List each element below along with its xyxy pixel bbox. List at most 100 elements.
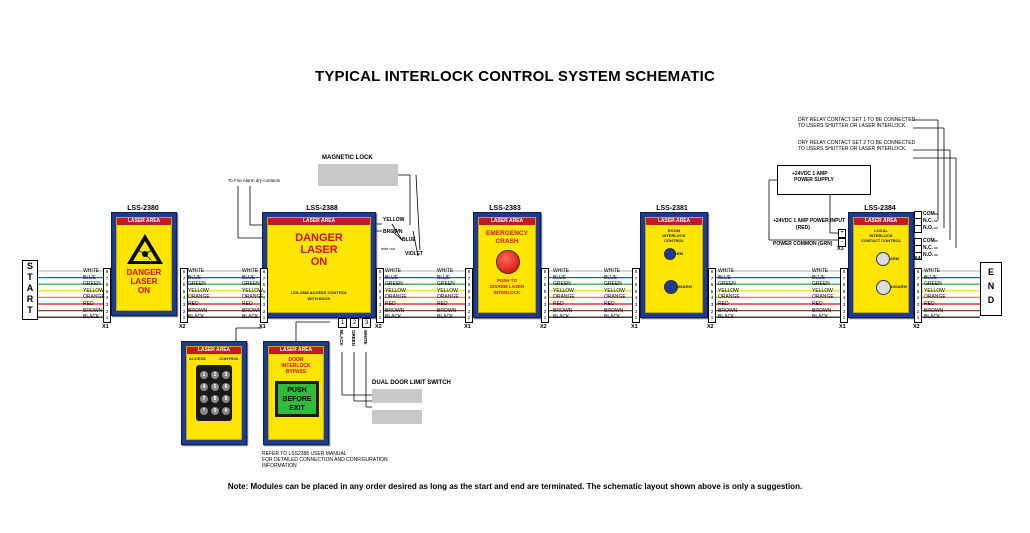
wire-label: BLACK xyxy=(437,314,454,321)
wire-label: GREEN xyxy=(385,281,403,288)
keypad-key: 3 xyxy=(222,371,230,379)
laser-area-banner: LASER AREA xyxy=(269,347,323,354)
terminal-pin: 3 xyxy=(543,301,547,307)
terminal-pin: 1 xyxy=(634,315,638,321)
wire-label: BLACK xyxy=(385,314,402,321)
terminal-pin: 2 xyxy=(105,308,109,314)
wire-label: RED xyxy=(83,300,94,307)
fire-alarm-label: To Fire Alarm dry contacts xyxy=(228,178,281,183)
refer-line: FOR DETAILED CONNECTION AND CONFIGURATIO… xyxy=(262,457,388,463)
wire-label: YELLOW xyxy=(188,287,209,294)
wire-label: GREEN xyxy=(242,281,260,288)
wire-label: BROWN xyxy=(553,307,573,314)
terminal-pin: 2 xyxy=(543,308,547,314)
mag-wire-nut: wire nut xyxy=(381,246,396,251)
wire-label: ORANGE xyxy=(718,294,740,301)
wire-label: BLUE xyxy=(924,274,938,281)
mag-wire-yellow: YELLOW xyxy=(383,217,405,223)
mag-wire xyxy=(391,230,403,241)
module-text-line: CONTACT CONTROL xyxy=(860,238,902,243)
wire-label: BLUE xyxy=(83,274,97,281)
end-letter: D xyxy=(987,295,995,305)
mag-wire-blue: BLUE xyxy=(402,237,416,243)
terminal-pin: 2 xyxy=(467,308,471,314)
wire-label: BROWN xyxy=(604,307,624,314)
terminal-pin: 6 xyxy=(842,282,846,288)
terminal-pin: 3 xyxy=(710,301,714,307)
wire-label: BLACK xyxy=(553,314,570,321)
terminal-pin: 6 xyxy=(467,282,471,288)
wire-label: WHITE xyxy=(188,268,205,274)
module-model-label: LSS-2384 xyxy=(864,205,896,212)
diagram-title: TYPICAL INTERLOCK CONTROL SYSTEM SCHEMAT… xyxy=(314,68,716,85)
module-text-line: DANGER xyxy=(295,232,343,244)
terminal-pin: 2 xyxy=(634,308,638,314)
footer-note: Note: Modules can be placed in any order… xyxy=(227,482,803,491)
door-switch-wire-label: BLACK xyxy=(339,330,344,346)
wire-label: RED xyxy=(718,300,729,307)
terminal-pin: 3 xyxy=(105,301,109,307)
relay-pin-label: N.O. xyxy=(923,252,934,258)
terminal-pin: 7 xyxy=(378,275,382,281)
mag-wire-violet: VIOLET xyxy=(405,251,424,257)
wire-label: GREEN xyxy=(437,281,455,288)
wire-label: ORANGE xyxy=(924,294,946,301)
terminal-pin: 1 xyxy=(262,315,266,321)
terminal-pin: 6 xyxy=(634,282,638,288)
power-supply-line: POWER SUPPLY xyxy=(794,177,834,183)
laser-area-banner: LASER AREA xyxy=(117,218,171,225)
start-letter: S xyxy=(26,261,33,271)
relay-pin xyxy=(914,225,922,233)
start-letter: R xyxy=(26,294,34,304)
terminal-pin: 5 xyxy=(105,288,109,294)
terminal-pin: 2 xyxy=(916,308,920,314)
relay-pin-label: N.C. xyxy=(923,218,933,224)
laser-area-banner: LASER AREA xyxy=(187,347,241,354)
module-text-line: LOCAL xyxy=(874,228,888,233)
magnetic-lock-box xyxy=(318,164,398,186)
terminal-pin: 6 xyxy=(710,282,714,288)
wire-label: BLUE xyxy=(718,274,732,281)
door-switch-wire-label: WHITE xyxy=(363,330,368,345)
relay1-line: TO USERS SHUTTER OR LASER INTERLOCK. xyxy=(798,123,907,129)
door-switch-pin: 2 xyxy=(350,318,359,328)
terminal-pin: 4 xyxy=(916,295,920,301)
door-switch-pin: 1 xyxy=(338,318,347,328)
wire-label: BLUE xyxy=(604,274,618,281)
module-text-line: EMERGENCY xyxy=(486,230,528,237)
module-lss-2381: LASER AREA ROOM INTERLOCK CONTROL ARM DI… xyxy=(640,212,708,318)
wire-label: RED xyxy=(812,300,823,307)
wire-label: RED xyxy=(385,300,396,307)
wire-label: BROWN xyxy=(437,307,457,314)
wire-label: BROWN xyxy=(242,307,262,314)
keypad-key: 1 xyxy=(200,371,208,379)
module-lss-2384: LASER AREA LOCAL INTERLOCK CONTACT CONTR… xyxy=(848,212,914,318)
terminal-pin: 6 xyxy=(105,282,109,288)
terminal-pin: 1 xyxy=(467,315,471,321)
terminal-pin: 4 xyxy=(467,295,471,301)
terminal-pin: 7 xyxy=(916,275,920,281)
x2-label: X2 xyxy=(540,323,547,330)
laser-area-banner: LASER AREA xyxy=(479,218,535,225)
x2-label: X2 xyxy=(707,323,714,330)
module-lss-2383: LASER AREA EMERGENCY CRASH PUSH TO DISAR… xyxy=(473,212,541,318)
wire-label: BLACK xyxy=(718,314,735,321)
terminal-pin: 4 xyxy=(262,295,266,301)
wire-label: GREEN xyxy=(188,281,206,288)
wire-label: ORANGE xyxy=(188,294,210,301)
terminal-pin: 5 xyxy=(262,288,266,294)
wire-label: BLUE xyxy=(188,274,202,281)
module-model-label: LSS-2383 xyxy=(489,205,521,212)
keypad-key: 5 xyxy=(211,383,219,391)
terminal-pin: 2 xyxy=(378,308,382,314)
mag-wire-brown: BROWN xyxy=(383,229,403,235)
wire-label: RED xyxy=(437,300,448,307)
wire-label: BLACK xyxy=(83,314,100,321)
relay2-line: DRY RELAY CONTACT SET 2 TO BE CONNECTED xyxy=(798,140,916,146)
terminal-pin: 2 xyxy=(710,308,714,314)
power-pin: + xyxy=(838,229,846,238)
